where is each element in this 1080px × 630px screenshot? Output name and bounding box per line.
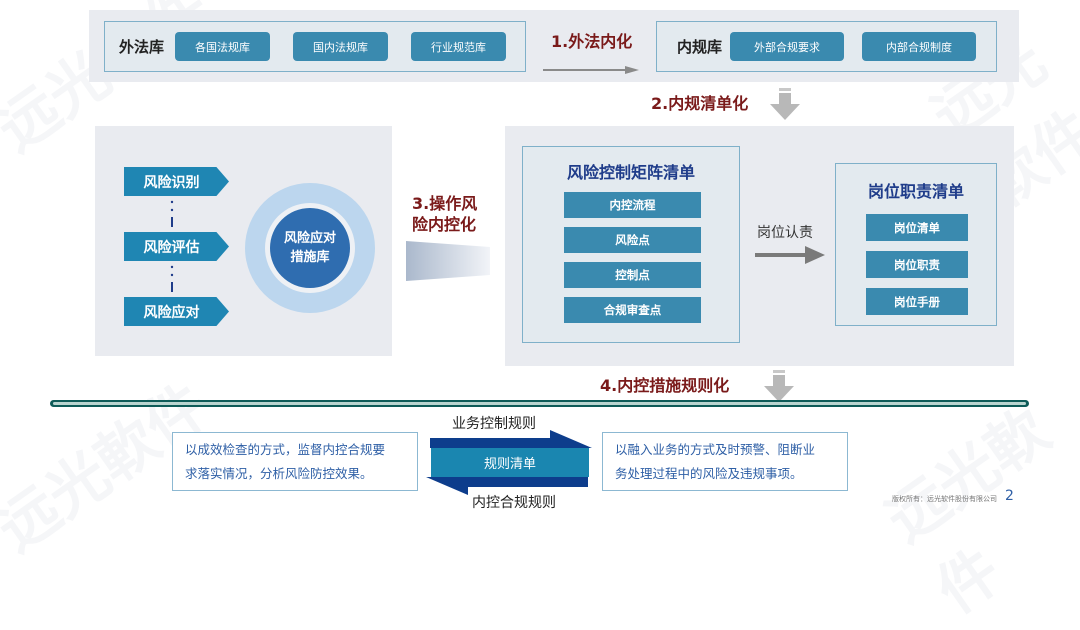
duty-item[interactable]: 岗位清单 (866, 214, 968, 241)
arrow-right-icon (755, 246, 825, 264)
post-duty-list: 岗位职责清单 岗位清单 岗位职责 岗位手册 (835, 163, 997, 326)
btn-domestic-laws[interactable]: 国内法规库 (293, 32, 388, 61)
step4-label: 4.内控措施规则化 (600, 376, 730, 395)
compliance-rule-label: 内控合规规则 (472, 495, 556, 511)
rule-list-button[interactable]: 规则清单 (431, 448, 589, 477)
btn-industry-norms[interactable]: 行业规范库 (411, 32, 506, 61)
internal-lib-label: 内规库 (677, 38, 723, 56)
matrix-title: 风险控制矩阵清单 (566, 163, 695, 182)
risk-control-matrix: 风险控制矩阵清单 内控流程 风险点 控制点 合规审查点 (522, 146, 740, 343)
step2-label: 2.内规清单化 (651, 94, 749, 113)
warning-description: 以融入业务的方式及时预警、阻断业 务处理过程中的风险及违规事项。 (602, 432, 848, 491)
desc-line: 求落实情况，分析风险防控效果。 (185, 466, 373, 481)
desc-line: 务处理过程中的风险及违规事项。 (615, 466, 803, 481)
btn-internal-compliance[interactable]: 内部合规制度 (862, 32, 976, 61)
matrix-item[interactable]: 合规审查点 (564, 297, 701, 323)
external-lib-label: 外法库 (119, 38, 165, 56)
matrix-item[interactable]: 风险点 (564, 227, 701, 253)
arrow-down-icon (770, 88, 800, 120)
watermark: 远光軟件 (874, 395, 1063, 628)
connector-dots (170, 198, 174, 231)
step3-line1: 3.操作风 (412, 194, 478, 213)
step3-line2: 险内控化 (412, 215, 477, 234)
step1-label: 1.外法内化 (551, 32, 633, 51)
matrix-item[interactable]: 控制点 (564, 262, 701, 288)
connector-dots (170, 263, 174, 296)
internal-rule-library: 内规库 外部合规要求 内部合规制度 (656, 21, 997, 72)
business-rule-label: 业务控制规则 (452, 416, 536, 432)
risk-measures-library[interactable]: 风险应对 措施库 (270, 208, 350, 288)
page-number: 2 (1005, 488, 1014, 504)
matrix-item[interactable]: 内控流程 (564, 192, 701, 218)
stage-risk-assessment[interactable]: 风险评估 (124, 232, 229, 261)
btn-national-laws[interactable]: 各国法规库 (175, 32, 270, 61)
circle-line2: 措施库 (290, 250, 330, 265)
arrow-right-icon (543, 59, 639, 74)
control-list-panel: 风险控制矩阵清单 内控流程 风险点 控制点 合规审查点 岗位认责 岗位职责清单 … (505, 126, 1014, 366)
desc-line: 以成效检查的方式，监督内控合规要 (185, 442, 386, 457)
supervision-description: 以成效检查的方式，监督内控合规要 求落实情况，分析风险防控效果。 (172, 432, 418, 491)
copyright: 版权所有：远光软件股份有限公司 (892, 495, 997, 503)
arrow-right-icon (430, 430, 592, 448)
funnel-arrow-icon (406, 241, 490, 281)
divider (50, 400, 1029, 407)
step3-label: 3.操作风 险内控化 (412, 193, 477, 235)
btn-external-compliance[interactable]: 外部合规要求 (730, 32, 844, 61)
arrow-label: 岗位认责 (757, 225, 813, 241)
desc-line: 以融入业务的方式及时预警、阻断业 (615, 442, 816, 457)
arrow-down-icon (764, 370, 794, 402)
duty-title: 岗位职责清单 (867, 182, 964, 201)
stage-risk-response[interactable]: 风险应对 (124, 297, 229, 326)
stage-risk-identification[interactable]: 风险识别 (124, 167, 229, 196)
arrow-left-icon (426, 477, 588, 495)
risk-process-panel: 风险识别 风险评估 风险应对 风险应对 措施库 (95, 126, 392, 356)
duty-item[interactable]: 岗位职责 (866, 251, 968, 278)
circle-line1: 风险应对 (283, 231, 336, 246)
duty-item[interactable]: 岗位手册 (866, 288, 968, 315)
external-law-library: 外法库 各国法规库 国内法规库 行业规范库 (104, 21, 526, 72)
